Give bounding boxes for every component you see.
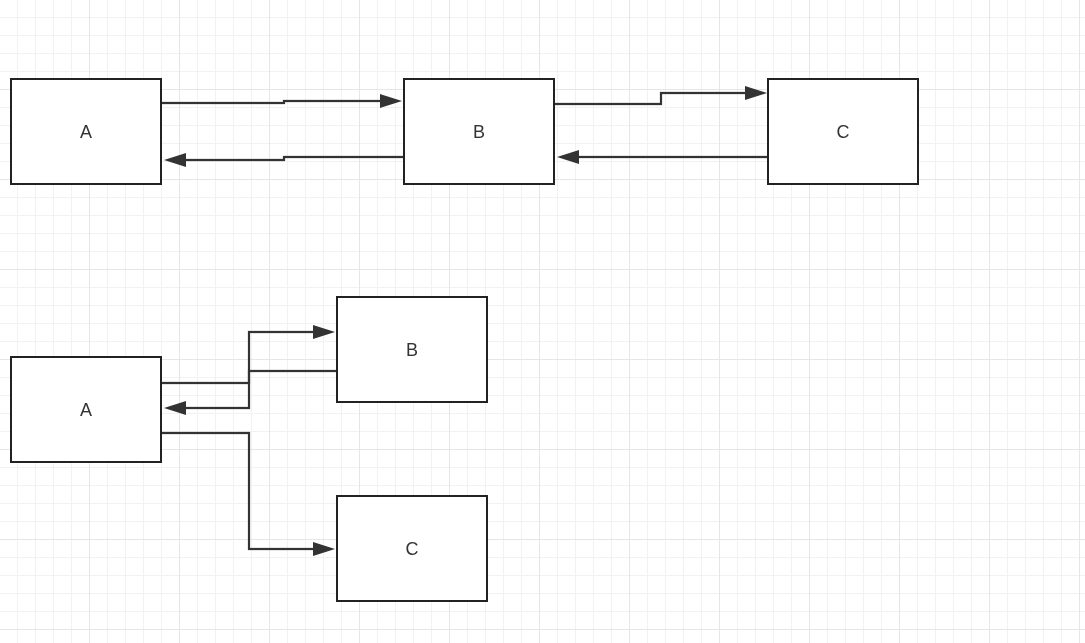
node-c-label: C [406,539,419,559]
edge-b-to-c [555,91,748,106]
diagram-2: A B C [10,296,488,602]
diagram-1: A B C [10,78,919,185]
node-c-box[interactable] [336,495,488,602]
edge-a-to-b [162,99,384,105]
arrowhead-c-to-b [557,150,579,164]
node-b-box[interactable] [403,78,555,185]
arrowhead-a-to-b [380,94,402,108]
node-a[interactable]: A [10,78,162,185]
edge-b-to-a [184,369,336,410]
node-a-box[interactable] [10,356,162,463]
node-b-box[interactable] [336,296,488,403]
node-c-label: C [837,122,850,142]
node-c[interactable]: C [336,495,488,602]
node-b-label: B [473,122,485,142]
node-a-label: A [80,122,92,142]
node-b[interactable]: B [336,296,488,403]
node-c-box[interactable] [767,78,919,185]
node-a-label: A [80,400,92,420]
arrowhead-b-to-a [164,153,186,167]
edge-b-to-a [184,155,404,162]
arrowhead-b-to-a [164,401,186,415]
node-a[interactable]: A [10,356,162,463]
node-a-box[interactable] [10,78,162,185]
node-b-label: B [406,340,418,360]
arrowhead-b-to-c [745,86,767,100]
node-b[interactable]: B [403,78,555,185]
edge-a-to-b [162,330,316,385]
arrowhead-a-to-c [313,542,335,556]
arrowhead-a-to-b [313,325,335,339]
node-c[interactable]: C [767,78,919,185]
edge-a-to-c [162,431,316,551]
